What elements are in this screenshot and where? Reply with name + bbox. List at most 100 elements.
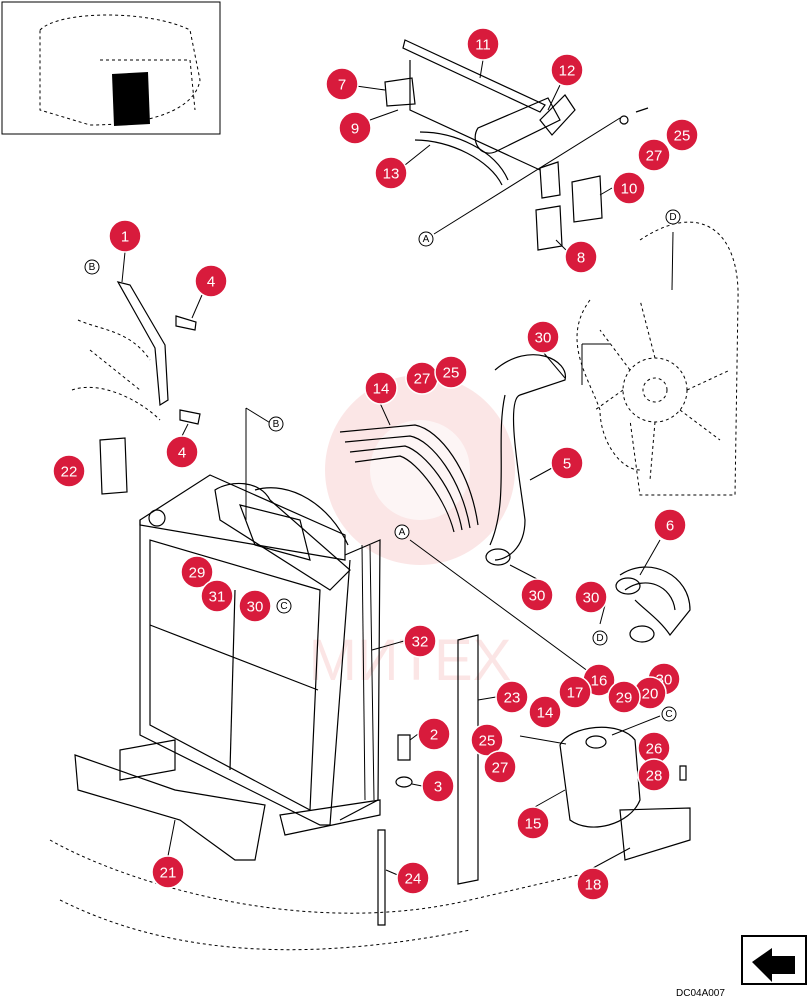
callout-label: 29 [616, 690, 633, 707]
callout-label: 22 [61, 464, 78, 481]
callout-label: 1 [121, 229, 129, 246]
callout-29: 29 [607, 680, 641, 714]
ref-marker-B: B [268, 416, 284, 432]
callout-label: 26 [646, 741, 663, 758]
callout-5: 5 [550, 446, 584, 480]
upper-seal-group [384, 39, 649, 251]
callout-circle [564, 240, 598, 274]
callout-14: 14 [364, 371, 398, 405]
callout-label: 27 [414, 371, 431, 388]
callout-circle [637, 138, 671, 172]
callout-31: 31 [200, 579, 234, 613]
callout-3: 3 [421, 769, 455, 803]
nut-3 [395, 776, 413, 788]
rod-32-line [361, 544, 366, 801]
callout-label: 21 [160, 865, 177, 882]
callout-circle [151, 855, 185, 889]
ref-circle [592, 630, 608, 646]
callout-27: 27 [483, 750, 517, 784]
callout-label: 23 [504, 690, 521, 707]
ref-label: B [273, 419, 280, 430]
ref-marker-C: C [276, 598, 292, 614]
callout-label: 2 [430, 727, 438, 744]
ref-circle [268, 416, 284, 432]
callout-circle [374, 156, 408, 190]
callout-circle [653, 508, 687, 542]
callout-label: 18 [585, 877, 602, 894]
ref-marker-A: A [418, 231, 434, 247]
ref-circle [661, 706, 677, 722]
callout-label: 14 [537, 705, 554, 722]
callout-circle [550, 446, 584, 480]
callout-circle [612, 171, 646, 205]
callout-label: 28 [646, 768, 663, 785]
callout-label: 32 [412, 634, 429, 651]
callout-circle [238, 589, 272, 623]
ref-marker-D: D [665, 209, 681, 225]
callout-22: 22 [52, 454, 86, 488]
callout-label: 17 [567, 685, 584, 702]
callout-circle [165, 435, 199, 469]
callout-circle [637, 758, 671, 792]
callout-circle [52, 454, 86, 488]
callout-circle [526, 320, 560, 354]
callout-label: 25 [443, 365, 460, 382]
ref-marker-C: C [661, 706, 677, 722]
cooler-lines [339, 424, 479, 533]
callout-label: 11 [475, 37, 491, 54]
callout-17: 17 [558, 675, 592, 709]
callout-circle [520, 578, 554, 612]
callout-27: 27 [405, 361, 439, 395]
callout-11: 11 [466, 27, 500, 61]
seal-bar-23 [457, 634, 479, 885]
callout-4: 4 [194, 264, 228, 298]
ref-label: A [423, 234, 430, 245]
ref-marker-D: D [592, 630, 608, 646]
callout-label: 29 [189, 565, 206, 582]
callout-13: 13 [374, 156, 408, 190]
callout-25: 25 [434, 355, 468, 389]
direction-arrow-icon [741, 935, 807, 985]
ref-label: B [89, 262, 96, 273]
callout-circle [528, 695, 562, 729]
callout-circle [483, 750, 517, 784]
callout-27: 27 [637, 138, 671, 172]
hoses [485, 354, 691, 643]
seal-21 [74, 754, 266, 861]
radiator-assembly [119, 474, 381, 836]
callout-label: 27 [646, 148, 663, 165]
ref-label: C [665, 709, 672, 720]
callout-label: 6 [666, 518, 674, 535]
callout-circle [180, 555, 214, 589]
lower-frame-outline [49, 839, 601, 951]
callout-8: 8 [564, 240, 598, 274]
callout-label: 27 [492, 760, 509, 777]
callout-circle [325, 67, 359, 101]
ref-circle [276, 598, 292, 614]
callout-23: 23 [495, 680, 529, 714]
callout-circle [576, 867, 610, 901]
ref-circle [394, 524, 410, 540]
callout-30: 30 [520, 578, 554, 612]
callout-label: 4 [207, 274, 215, 291]
bolt-2 [397, 734, 411, 761]
callout-label: 31 [209, 589, 226, 606]
callout-26: 26 [637, 731, 671, 765]
callout-label: 30 [529, 588, 546, 605]
callout-label: 13 [383, 166, 400, 183]
ref-circle [84, 259, 100, 275]
callout-circle [434, 355, 468, 389]
callout-30: 30 [238, 589, 272, 623]
callout-label: 8 [577, 250, 585, 267]
callout-circle [108, 219, 142, 253]
callout-20: 20 [633, 676, 667, 710]
callout-9: 9 [338, 111, 372, 145]
ref-circle [665, 209, 681, 225]
callout-circle [403, 624, 437, 658]
callout-12: 12 [550, 53, 584, 87]
callout-25: 25 [665, 118, 699, 152]
ref-label: D [596, 633, 603, 644]
